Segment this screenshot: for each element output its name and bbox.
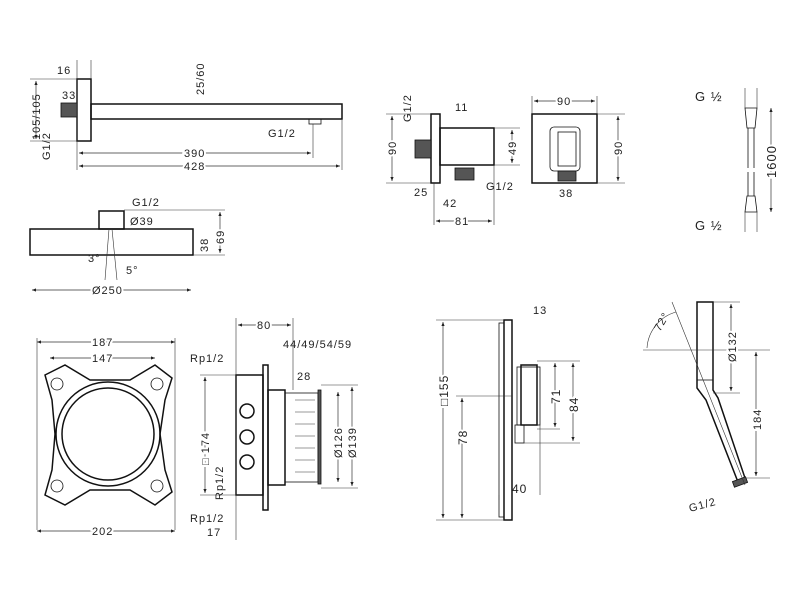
thread-hand-shower: G1/2 xyxy=(688,496,718,515)
dim-132: Ø132 xyxy=(727,331,739,362)
thread-bottom: G ½ xyxy=(695,218,723,233)
angle-72: 72° xyxy=(652,310,672,333)
dim-139: Ø139 xyxy=(347,427,359,458)
dim-202: 202 xyxy=(92,526,113,538)
front-dim-90-height: 90 xyxy=(613,141,625,155)
dim-390: 390 xyxy=(184,148,205,160)
front-dim-38: 38 xyxy=(559,188,573,200)
dim-126: Ø126 xyxy=(333,427,345,458)
dim-49: 49 xyxy=(507,141,519,155)
hand-shower-drawing: 72° Ø132 184 G1/2 xyxy=(643,301,770,515)
angle-3: 3° xyxy=(88,253,101,265)
dim-39: Ø39 xyxy=(130,216,154,228)
dim-33: 33 xyxy=(62,90,76,102)
thermostat-trim-drawing: 13 □155 78 71 84 40 xyxy=(435,305,583,521)
dim-84: 84 xyxy=(567,397,581,412)
dim-147: 147 xyxy=(92,353,113,365)
thread-head: G1/2 xyxy=(132,197,160,209)
hose-drawing: G ½ 1600 G ½ xyxy=(695,88,781,233)
dim-17: 17 xyxy=(207,527,221,539)
dim-81: 81 xyxy=(455,216,469,228)
wall-outlet-drawing: G1/2 11 90 49 25 G1/2 42 81 90 90 38 xyxy=(385,94,627,230)
dim-25-60: 25/60 xyxy=(195,62,207,95)
thread-top: G ½ xyxy=(695,89,723,104)
dim-250: Ø250 xyxy=(92,285,123,297)
dim-28: 28 xyxy=(297,371,311,383)
shower-arm-drawing: 16 25/60 33 105/105 G1/2 G1/2 390 428 xyxy=(30,60,343,175)
dim-105-105: 105/105 xyxy=(31,93,43,140)
dim-80: 80 xyxy=(257,320,271,332)
rp-side: Rp1/2 xyxy=(214,466,226,500)
angle-5: 5° xyxy=(126,265,139,277)
thread-inlet: G1/2 xyxy=(402,94,414,122)
dim-184: 184 xyxy=(752,409,764,430)
dim-11: 11 xyxy=(455,102,468,114)
thread-inlet: G1/2 xyxy=(41,132,53,160)
dim-69: 69 xyxy=(215,230,227,244)
rib-pattern xyxy=(295,399,315,473)
dim-25: 25 xyxy=(414,187,428,199)
thread-outlet: G1/2 xyxy=(486,181,514,193)
thread-outlet: G1/2 xyxy=(268,128,296,140)
dim-155: □155 xyxy=(437,375,451,406)
mounting-plate-drawing: 187 147 202 xyxy=(36,335,176,540)
dim-42: 42 xyxy=(443,198,457,210)
rp-top: Rp1/2 xyxy=(190,353,224,365)
basic-box-drawing: 80 Rp1/2 44/49/54/59 28 □ 174 Rp1/2 Ø126… xyxy=(190,318,361,540)
dim-40: 40 xyxy=(512,482,527,496)
dim-71: 71 xyxy=(549,389,563,404)
dim-13: 13 xyxy=(533,305,547,317)
front-dim-90-width: 90 xyxy=(557,96,571,108)
dim-44-49-54-59: 44/49/54/59 xyxy=(283,339,352,351)
dim-78: 78 xyxy=(456,430,470,445)
dim-38: 38 xyxy=(199,238,211,252)
shower-head-drawing: G1/2 Ø39 38 69 3° 5° Ø250 xyxy=(29,197,229,299)
hose-length: 1600 xyxy=(764,145,779,178)
rp-bottom: Rp1/2 xyxy=(190,513,224,525)
dim-90: 90 xyxy=(387,141,399,155)
dim-428: 428 xyxy=(184,161,205,173)
dim-16: 16 xyxy=(57,65,71,77)
dim-174: □ 174 xyxy=(200,432,212,465)
dim-187: 187 xyxy=(92,337,113,349)
